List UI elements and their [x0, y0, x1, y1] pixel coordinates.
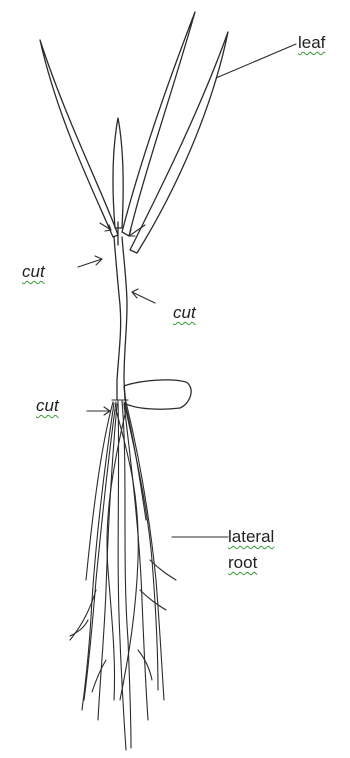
cut-label-base: cut: [36, 396, 59, 416]
lateral-root-label-line2: root: [228, 553, 257, 573]
stem: [114, 222, 127, 400]
leaf-center: [113, 118, 123, 228]
roots: [70, 400, 176, 750]
leaf-far-left: [40, 40, 118, 237]
lateral-root-label-line1: lateral: [228, 527, 274, 547]
leaves: [40, 12, 228, 253]
cut-label-right: cut: [173, 303, 196, 323]
leaf-tall: [122, 12, 195, 236]
cut-arrow-right: [132, 292, 155, 303]
leaf-label: leaf: [298, 33, 325, 53]
pointers: [78, 44, 296, 537]
leaf-pointer-line: [216, 44, 296, 78]
seed: [124, 380, 191, 409]
cut-label-left: cut: [22, 262, 45, 282]
